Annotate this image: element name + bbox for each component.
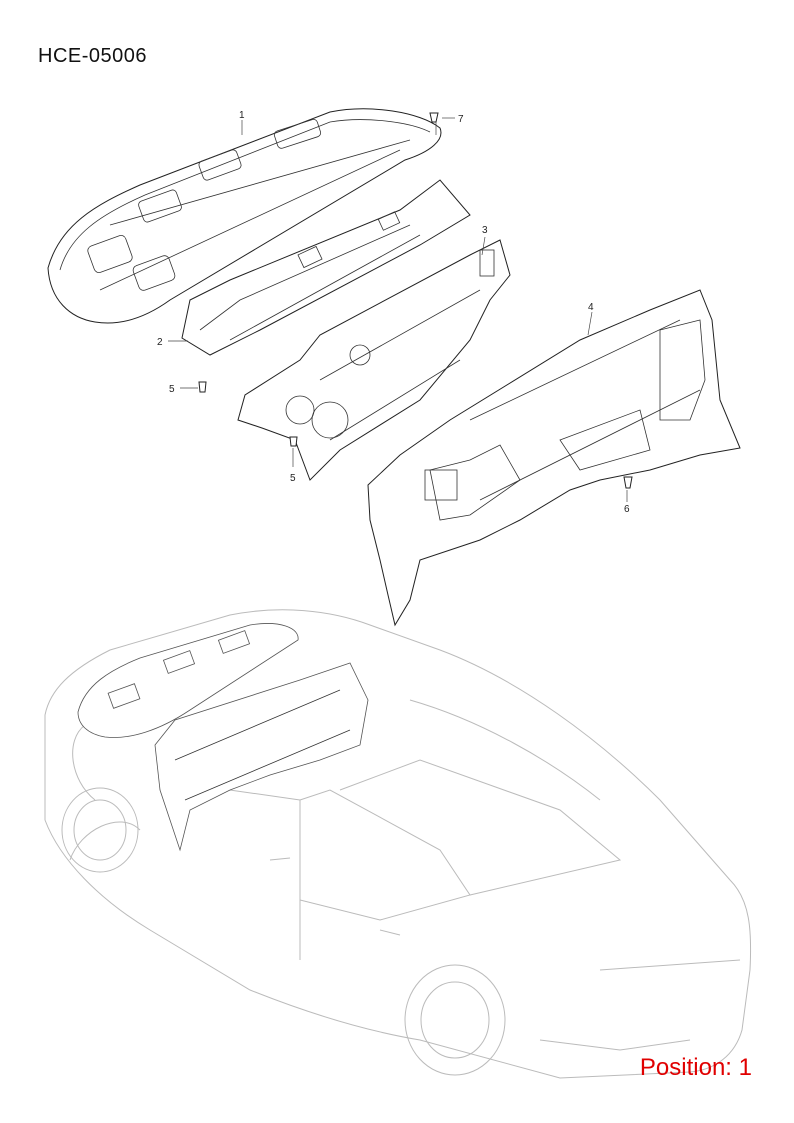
callout-7: 7 bbox=[458, 114, 464, 125]
diagram-code: HCE-05006 bbox=[38, 45, 148, 67]
position-label: Position: 1 bbox=[639, 1054, 752, 1081]
hood-insulator-part[interactable] bbox=[47, 108, 442, 324]
callout-4: 4 bbox=[588, 302, 594, 313]
dash-insulator-inner-part[interactable] bbox=[237, 239, 511, 481]
callout-3: 3 bbox=[482, 225, 488, 236]
callout-5b: 5 bbox=[290, 473, 296, 484]
callout-2: 2 bbox=[157, 337, 163, 348]
callout-1: 1 bbox=[239, 110, 245, 121]
callout-5a: 5 bbox=[169, 384, 175, 395]
callout-6: 6 bbox=[624, 504, 630, 515]
dash-isolation-pad-part[interactable] bbox=[367, 289, 741, 627]
clip-6-part[interactable] bbox=[623, 476, 633, 489]
clip-7-part[interactable] bbox=[429, 112, 439, 135]
dash-insulator-outer-part[interactable] bbox=[181, 179, 471, 356]
clip-5b-part[interactable] bbox=[289, 436, 298, 447]
clip-5a-part[interactable] bbox=[198, 381, 207, 393]
vehicle-location-illustration bbox=[44, 609, 752, 1079]
